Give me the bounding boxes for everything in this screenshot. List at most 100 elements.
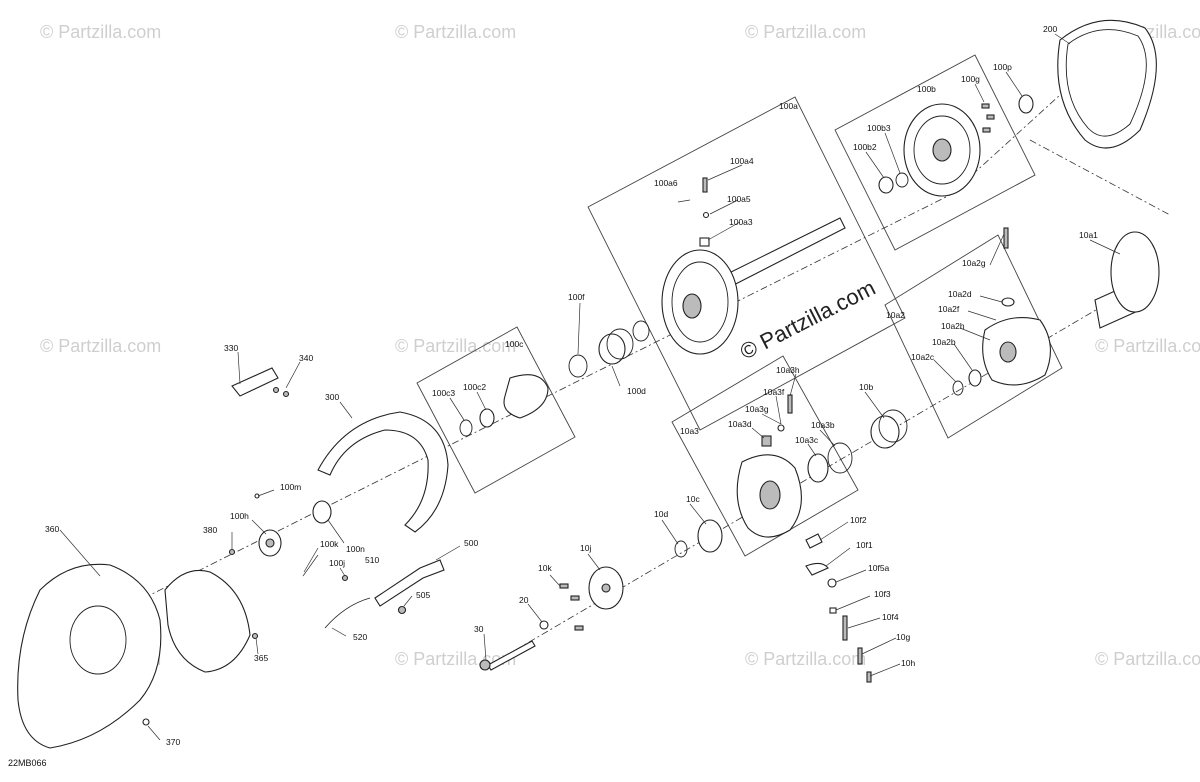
- lever-parts: [805, 533, 872, 683]
- part-label: 10f1: [856, 540, 873, 550]
- part-10f3: [829, 607, 837, 614]
- part-510: [341, 574, 349, 582]
- part-label: 10a2f: [938, 304, 960, 314]
- pin-10h: [866, 671, 872, 683]
- bushing-100c2: [479, 408, 495, 428]
- part-label: 340: [299, 353, 313, 363]
- part-label: 10j: [580, 543, 591, 553]
- nut-100h-center: [265, 538, 275, 548]
- housing-360: [17, 548, 259, 749]
- part-label: 10a3b: [811, 420, 835, 430]
- housing-cover: [164, 569, 251, 673]
- part-label: 10c: [686, 494, 700, 504]
- part-label: 10f5a: [868, 563, 890, 573]
- part-10f4: [842, 615, 848, 641]
- belt-inner: [1065, 29, 1147, 137]
- part-label: 100f: [568, 292, 585, 302]
- bolt-30: [487, 640, 536, 671]
- part-10f5a: [827, 578, 837, 588]
- bracket-330: [231, 367, 290, 398]
- part-label: 100a4: [730, 156, 754, 166]
- part-label: 30: [474, 624, 484, 634]
- spring-10b-coil: [878, 409, 908, 443]
- drive-sheave-disc: [1110, 231, 1160, 313]
- part-label: 10b: [859, 382, 873, 392]
- ring-100b3: [895, 172, 909, 188]
- part-label: 10a3c: [795, 435, 819, 445]
- part-label: 10a2: [886, 310, 905, 320]
- screw-100g: [981, 103, 990, 109]
- part-label: 10k: [538, 563, 552, 573]
- part-label: 100a5: [727, 194, 751, 204]
- part-label: 10a2c: [911, 352, 935, 362]
- part-10f1: [805, 562, 829, 576]
- washer-20: [539, 620, 549, 630]
- hub-small-parts: [254, 493, 332, 577]
- part-label: 100b: [917, 84, 936, 94]
- bushing-10a2b: [968, 369, 982, 387]
- diagram-code: 22MB066: [8, 758, 47, 768]
- lower-hub-parts: [479, 519, 723, 671]
- spring-520: [324, 597, 371, 629]
- washer-100n: [312, 500, 332, 524]
- part-label: 365: [254, 653, 268, 663]
- ring-100b2: [878, 176, 894, 194]
- screw-10k: [559, 583, 569, 589]
- screw-10k: [574, 625, 584, 631]
- part-label: 10a3h: [776, 365, 800, 375]
- part-label: 10f2: [850, 515, 867, 525]
- part-label: 10f4: [882, 612, 899, 622]
- spider-hub: [759, 480, 781, 510]
- bolt-30-head: [479, 659, 491, 671]
- watermark-tile: © Partzilla.com: [1095, 336, 1200, 356]
- screw-340: [272, 386, 280, 394]
- group-box-100a: [587, 96, 906, 431]
- part-370: [142, 718, 150, 726]
- part-label: 100m: [280, 482, 301, 492]
- sliding-sheave-body: [982, 317, 1051, 386]
- cam-100c: [503, 374, 549, 419]
- washer-100a5: [702, 211, 710, 219]
- part-label: 10f3: [874, 589, 891, 599]
- part-label: 10h: [901, 658, 915, 668]
- part-label: 10a1: [1079, 230, 1098, 240]
- part-label: 500: [464, 538, 478, 548]
- part-label: 10a2b: [932, 337, 956, 347]
- watermark-tile: © Partzilla.com: [395, 22, 516, 42]
- part-label: 100b2: [853, 142, 877, 152]
- part-label: 10a2g: [962, 258, 986, 268]
- ring-10d: [674, 540, 688, 558]
- part-label: 520: [353, 632, 367, 642]
- pin-10g: [857, 647, 863, 665]
- part-label: 100b3: [867, 123, 891, 133]
- part-label: 10d: [654, 509, 668, 519]
- pin-10a3h: [787, 394, 793, 414]
- bracket-plate: [231, 367, 279, 397]
- part-label: 100n: [346, 544, 365, 554]
- group-box-10a2: [884, 234, 1063, 439]
- part-label: 10a3d: [728, 419, 752, 429]
- ring-100f: [568, 354, 588, 378]
- drive-sheave-10a1: [1094, 231, 1160, 329]
- upper-shaft-axis-end: [949, 94, 1061, 196]
- screw-100g: [982, 127, 991, 133]
- spring-10b-end: [870, 415, 900, 449]
- spider-10a3: [736, 394, 853, 538]
- group-box-100c: [416, 326, 576, 494]
- part-label: 10a3g: [745, 404, 769, 414]
- part-label: 10a3: [680, 426, 699, 436]
- part-label: 100c3: [432, 388, 455, 398]
- bearing-100p: [1018, 94, 1034, 114]
- part-label: 100a6: [654, 178, 678, 188]
- belt-route-line: [1029, 139, 1171, 216]
- part-label: 10a2h: [941, 321, 965, 331]
- spring-10b: [870, 409, 908, 449]
- sliding-sheave-hub: [999, 341, 1017, 363]
- washer-10a3g: [777, 424, 785, 432]
- bearing-10c: [697, 519, 723, 553]
- part-label: 100j: [329, 558, 345, 568]
- part-100m: [254, 493, 260, 499]
- ring-10a2c: [952, 380, 964, 396]
